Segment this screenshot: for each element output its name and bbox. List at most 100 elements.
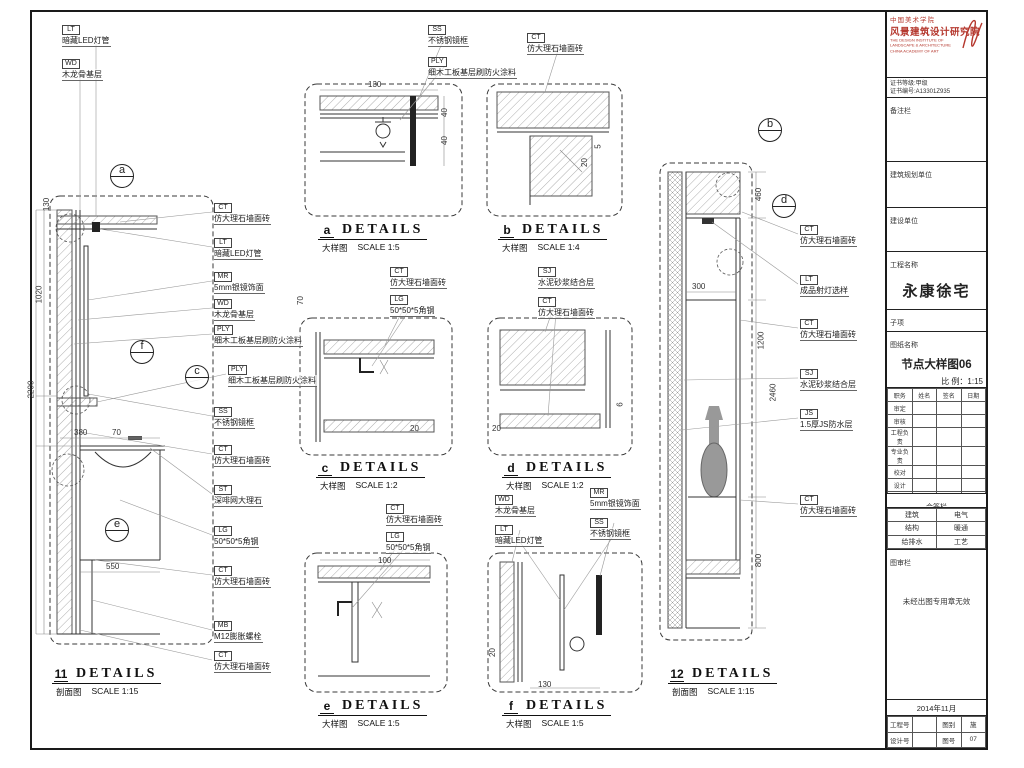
sign-row-label: 校对 [887, 465, 913, 479]
detail-id: e [320, 699, 334, 714]
design-no-value [911, 731, 937, 748]
dimension-label: 1200 [756, 331, 766, 350]
detail-id: f [504, 699, 518, 714]
material-code: SS [590, 518, 608, 529]
detail-type: 大样图 [506, 719, 532, 729]
detail-name: DETAILS [342, 698, 424, 713]
material-code: CT [214, 651, 232, 662]
material-code: LT [800, 275, 818, 286]
project-section: 工程名称 永康徐宅 [887, 252, 986, 310]
material-text: M12膨胀螺栓 [214, 631, 263, 644]
dimension-label: 130 [538, 680, 552, 689]
detail-bubble-a: a [110, 164, 134, 188]
material-text: 5mm银镜饰面 [214, 282, 265, 295]
sign-row-label: 审核 [887, 414, 913, 428]
material-code: CT [390, 267, 408, 278]
owner-unit-section: 建设单位 [887, 208, 986, 252]
material-text: 1.5厚JS防水层 [800, 419, 854, 432]
material-code: LG [214, 526, 232, 537]
detail-name: DETAILS [522, 222, 604, 237]
cert-no: 证书编号:A13301Z935 [890, 89, 951, 96]
material-code: CT [800, 319, 818, 330]
sign-header-cell: 签名 [936, 388, 962, 402]
detail-bubble-f: f [130, 340, 154, 364]
sign-cell-empty [936, 446, 962, 466]
detail-id: b [500, 223, 514, 238]
material-text: 暗藏LED灯管 [214, 248, 263, 261]
material-text: 成品射灯选样 [800, 285, 849, 298]
detail-scale: SCALE 1:15 [91, 686, 139, 696]
date-section: 2014年11月 [887, 700, 986, 716]
sheet-no-value: 07 [960, 731, 986, 748]
dimension-label: 70 [112, 428, 121, 437]
detail-scale: SCALE 1:15 [707, 686, 755, 696]
detail-scale: SCALE 1:2 [541, 480, 584, 490]
discipline-cell: 结构 [887, 521, 937, 536]
sheet-no-label: 图号 [936, 731, 962, 748]
number-grid: 工程号 图别 施 设计号 图号 07 [887, 716, 986, 748]
material-code: LG [386, 532, 404, 543]
material-text: 仿大理石墙面砖 [214, 661, 271, 674]
detail-id: 12 [670, 667, 684, 682]
sign-row-label: 专业负责 [887, 446, 913, 466]
material-code: WD [214, 299, 232, 310]
material-code: MB [214, 621, 232, 632]
subitem-section: 子项 [887, 310, 986, 332]
sign-cell-empty [960, 427, 986, 447]
detail-name: DETAILS [526, 460, 608, 475]
sign-cell-empty [936, 465, 962, 479]
sign-header-cell: 日期 [960, 388, 986, 402]
material-code: SJ [800, 369, 818, 380]
detail-scale: SCALE 1:4 [537, 242, 580, 252]
detail-name: DETAILS [76, 666, 158, 681]
signature-scribble-icon [962, 19, 983, 49]
bubble-letter: d [780, 194, 788, 206]
material-code: CT [214, 445, 232, 456]
stamp-note: 未经出图专用章无效 [902, 597, 971, 606]
dimension-label: 460 [754, 187, 764, 202]
material-text: 仿大理石墙面砖 [527, 43, 584, 56]
detail-scale: SCALE 1:2 [355, 480, 398, 490]
countersign-section: 会签栏 [887, 494, 986, 508]
logo-small-text: 中国美术学院 [890, 17, 935, 24]
bubble-letter: f [140, 340, 144, 352]
subitem-label: 子项 [890, 320, 904, 327]
detail-bubble-c: c [185, 365, 209, 389]
sign-cell-empty [936, 401, 962, 415]
dimension-label: 130 [368, 80, 382, 89]
sign-cell-empty [911, 401, 937, 415]
dimension-label: 20 [492, 424, 501, 433]
drawing-name-section: 图纸名称 节点大样图06 比 例：1:15 [887, 332, 986, 388]
discipline-cell: 给排水 [887, 534, 937, 549]
detail-bubble-d: d [772, 194, 796, 218]
dimension-label: 800 [754, 553, 764, 568]
material-text: 仿大理石墙面砖 [800, 235, 857, 248]
sign-row-label: 设计 [887, 478, 913, 492]
project-name: 永康徐宅 [902, 284, 971, 300]
bubble-letter: e [113, 518, 121, 530]
material-text: 不锈钢镜框 [590, 528, 631, 541]
detail-type: 大样图 [320, 481, 346, 491]
detail-name: DETAILS [692, 666, 774, 681]
sign-cell-empty [911, 414, 937, 428]
discipline-cell: 电气 [936, 508, 986, 523]
material-code: LT [495, 525, 513, 536]
